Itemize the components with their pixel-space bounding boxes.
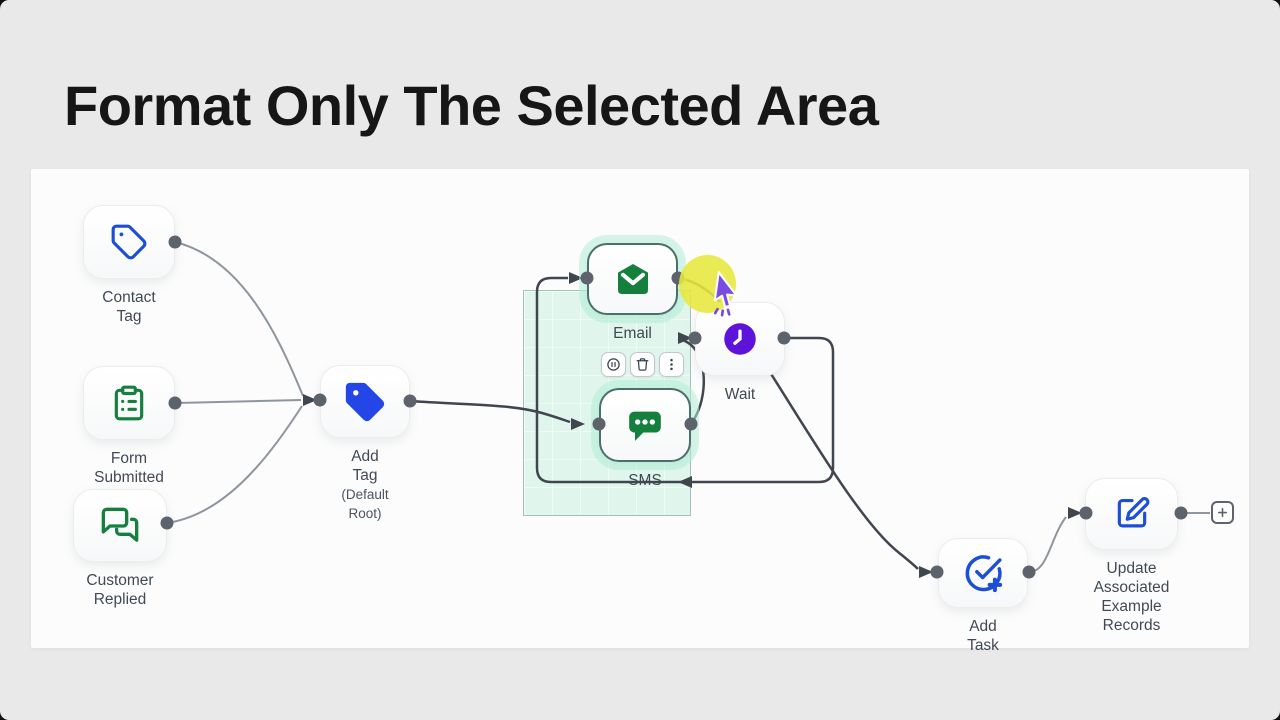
node-label-add-tag: Add Tag (Default Root) bbox=[341, 447, 388, 523]
node-card-email[interactable] bbox=[587, 243, 678, 315]
task-check-plus-icon bbox=[962, 552, 1004, 594]
node-toolbar bbox=[601, 352, 684, 377]
chat-bubbles-icon bbox=[100, 506, 140, 546]
trash-icon bbox=[635, 357, 650, 372]
node-card-customer-replied[interactable] bbox=[73, 489, 167, 562]
node-sublabel-text: (Default Root) bbox=[341, 487, 389, 521]
node-card-update-records[interactable] bbox=[1085, 478, 1178, 550]
pause-button[interactable] bbox=[601, 352, 626, 377]
node-card-contact-tag[interactable] bbox=[83, 205, 175, 279]
node-card-add-tag[interactable] bbox=[320, 365, 410, 438]
node-email: Email bbox=[587, 243, 678, 342]
tag-outline-icon bbox=[110, 223, 148, 261]
delete-button[interactable] bbox=[630, 352, 655, 377]
node-label-form-submitted: Form Submitted bbox=[94, 449, 164, 487]
node-label-contact-tag: Contact Tag bbox=[102, 288, 155, 326]
node-label-update-records: Update Associated Example Records bbox=[1094, 559, 1170, 635]
node-label-text: SMS bbox=[628, 472, 662, 489]
node-contact-tag: Contact Tag bbox=[83, 205, 175, 325]
mail-icon bbox=[613, 259, 653, 299]
node-label-text: Add Tag bbox=[351, 448, 379, 484]
node-label-text: Contact Tag bbox=[102, 289, 156, 325]
clipboard-list-icon bbox=[110, 384, 148, 422]
node-label-email: Email bbox=[613, 324, 652, 343]
mouse-cursor bbox=[713, 271, 738, 317]
node-update-records: Update Associated Example Records bbox=[1085, 478, 1178, 634]
node-card-form-submitted[interactable] bbox=[83, 366, 175, 440]
kebab-icon bbox=[664, 357, 679, 372]
node-label-sms: SMS bbox=[628, 471, 662, 490]
node-customer-replied: Customer Replied bbox=[73, 489, 167, 608]
node-label-text: Email bbox=[613, 325, 652, 342]
clock-icon bbox=[722, 321, 758, 357]
node-label-text: Add Task bbox=[967, 618, 999, 654]
tag-filled-icon bbox=[342, 379, 388, 425]
pause-circle-icon bbox=[606, 357, 621, 372]
plus-icon bbox=[1217, 507, 1228, 518]
node-card-sms[interactable] bbox=[599, 388, 691, 462]
page-title: Format Only The Selected Area bbox=[64, 74, 879, 137]
node-label-text: Wait bbox=[724, 386, 756, 403]
node-label-text: Update Associated Example Records bbox=[1093, 560, 1170, 634]
sms-bubble-icon bbox=[625, 405, 665, 445]
node-sms: SMS bbox=[599, 388, 691, 489]
node-label-wait: Wait bbox=[725, 385, 755, 404]
node-form-submitted: Form Submitted bbox=[83, 366, 175, 486]
node-card-add-task[interactable] bbox=[938, 538, 1028, 608]
node-label-text: Form Submitted bbox=[94, 450, 164, 486]
node-label-add-task: Add Task bbox=[961, 617, 1006, 655]
node-label-customer-replied: Customer Replied bbox=[86, 571, 153, 609]
node-label-text: Customer Replied bbox=[86, 572, 154, 608]
more-button[interactable] bbox=[659, 352, 684, 377]
edit-square-icon bbox=[1113, 495, 1151, 533]
add-node-button[interactable] bbox=[1211, 501, 1234, 524]
node-add-tag: Add Tag (Default Root) bbox=[320, 365, 410, 521]
node-add-task: Add Task bbox=[938, 538, 1028, 654]
